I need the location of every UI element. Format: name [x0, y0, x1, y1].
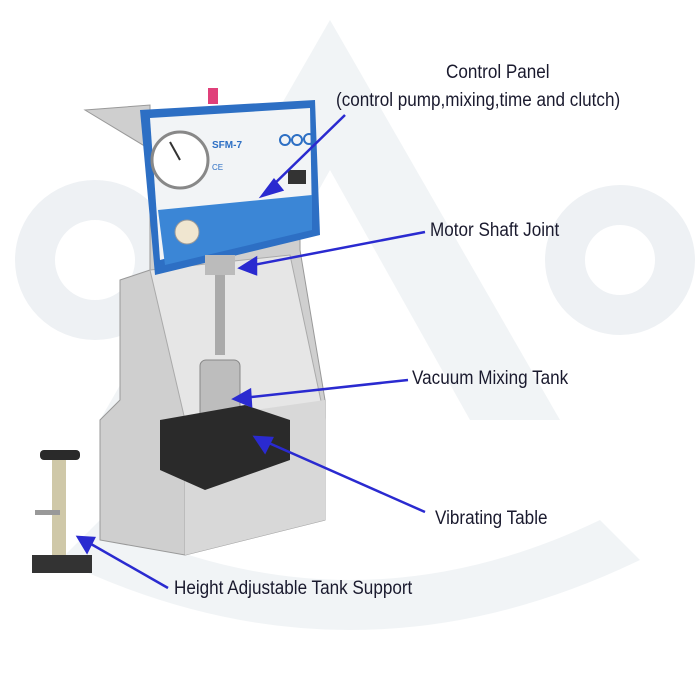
mixing-tank-label: Vacuum Mixing Tank	[412, 368, 569, 389]
callout-arrows	[75, 114, 426, 590]
control-panel-description: (control pump,mixing,time and clutch)	[336, 90, 621, 111]
tank-support-label: Height Adjustable Tank Support	[174, 578, 413, 599]
vibrating-table-label: Vibrating Table	[435, 508, 548, 529]
ce-mark: CE	[212, 163, 223, 172]
panel-model: SFM-7	[212, 140, 242, 151]
control-panel-label: Control Panel	[446, 62, 550, 83]
motor-shaft-label: Motor Shaft Joint	[430, 220, 560, 241]
